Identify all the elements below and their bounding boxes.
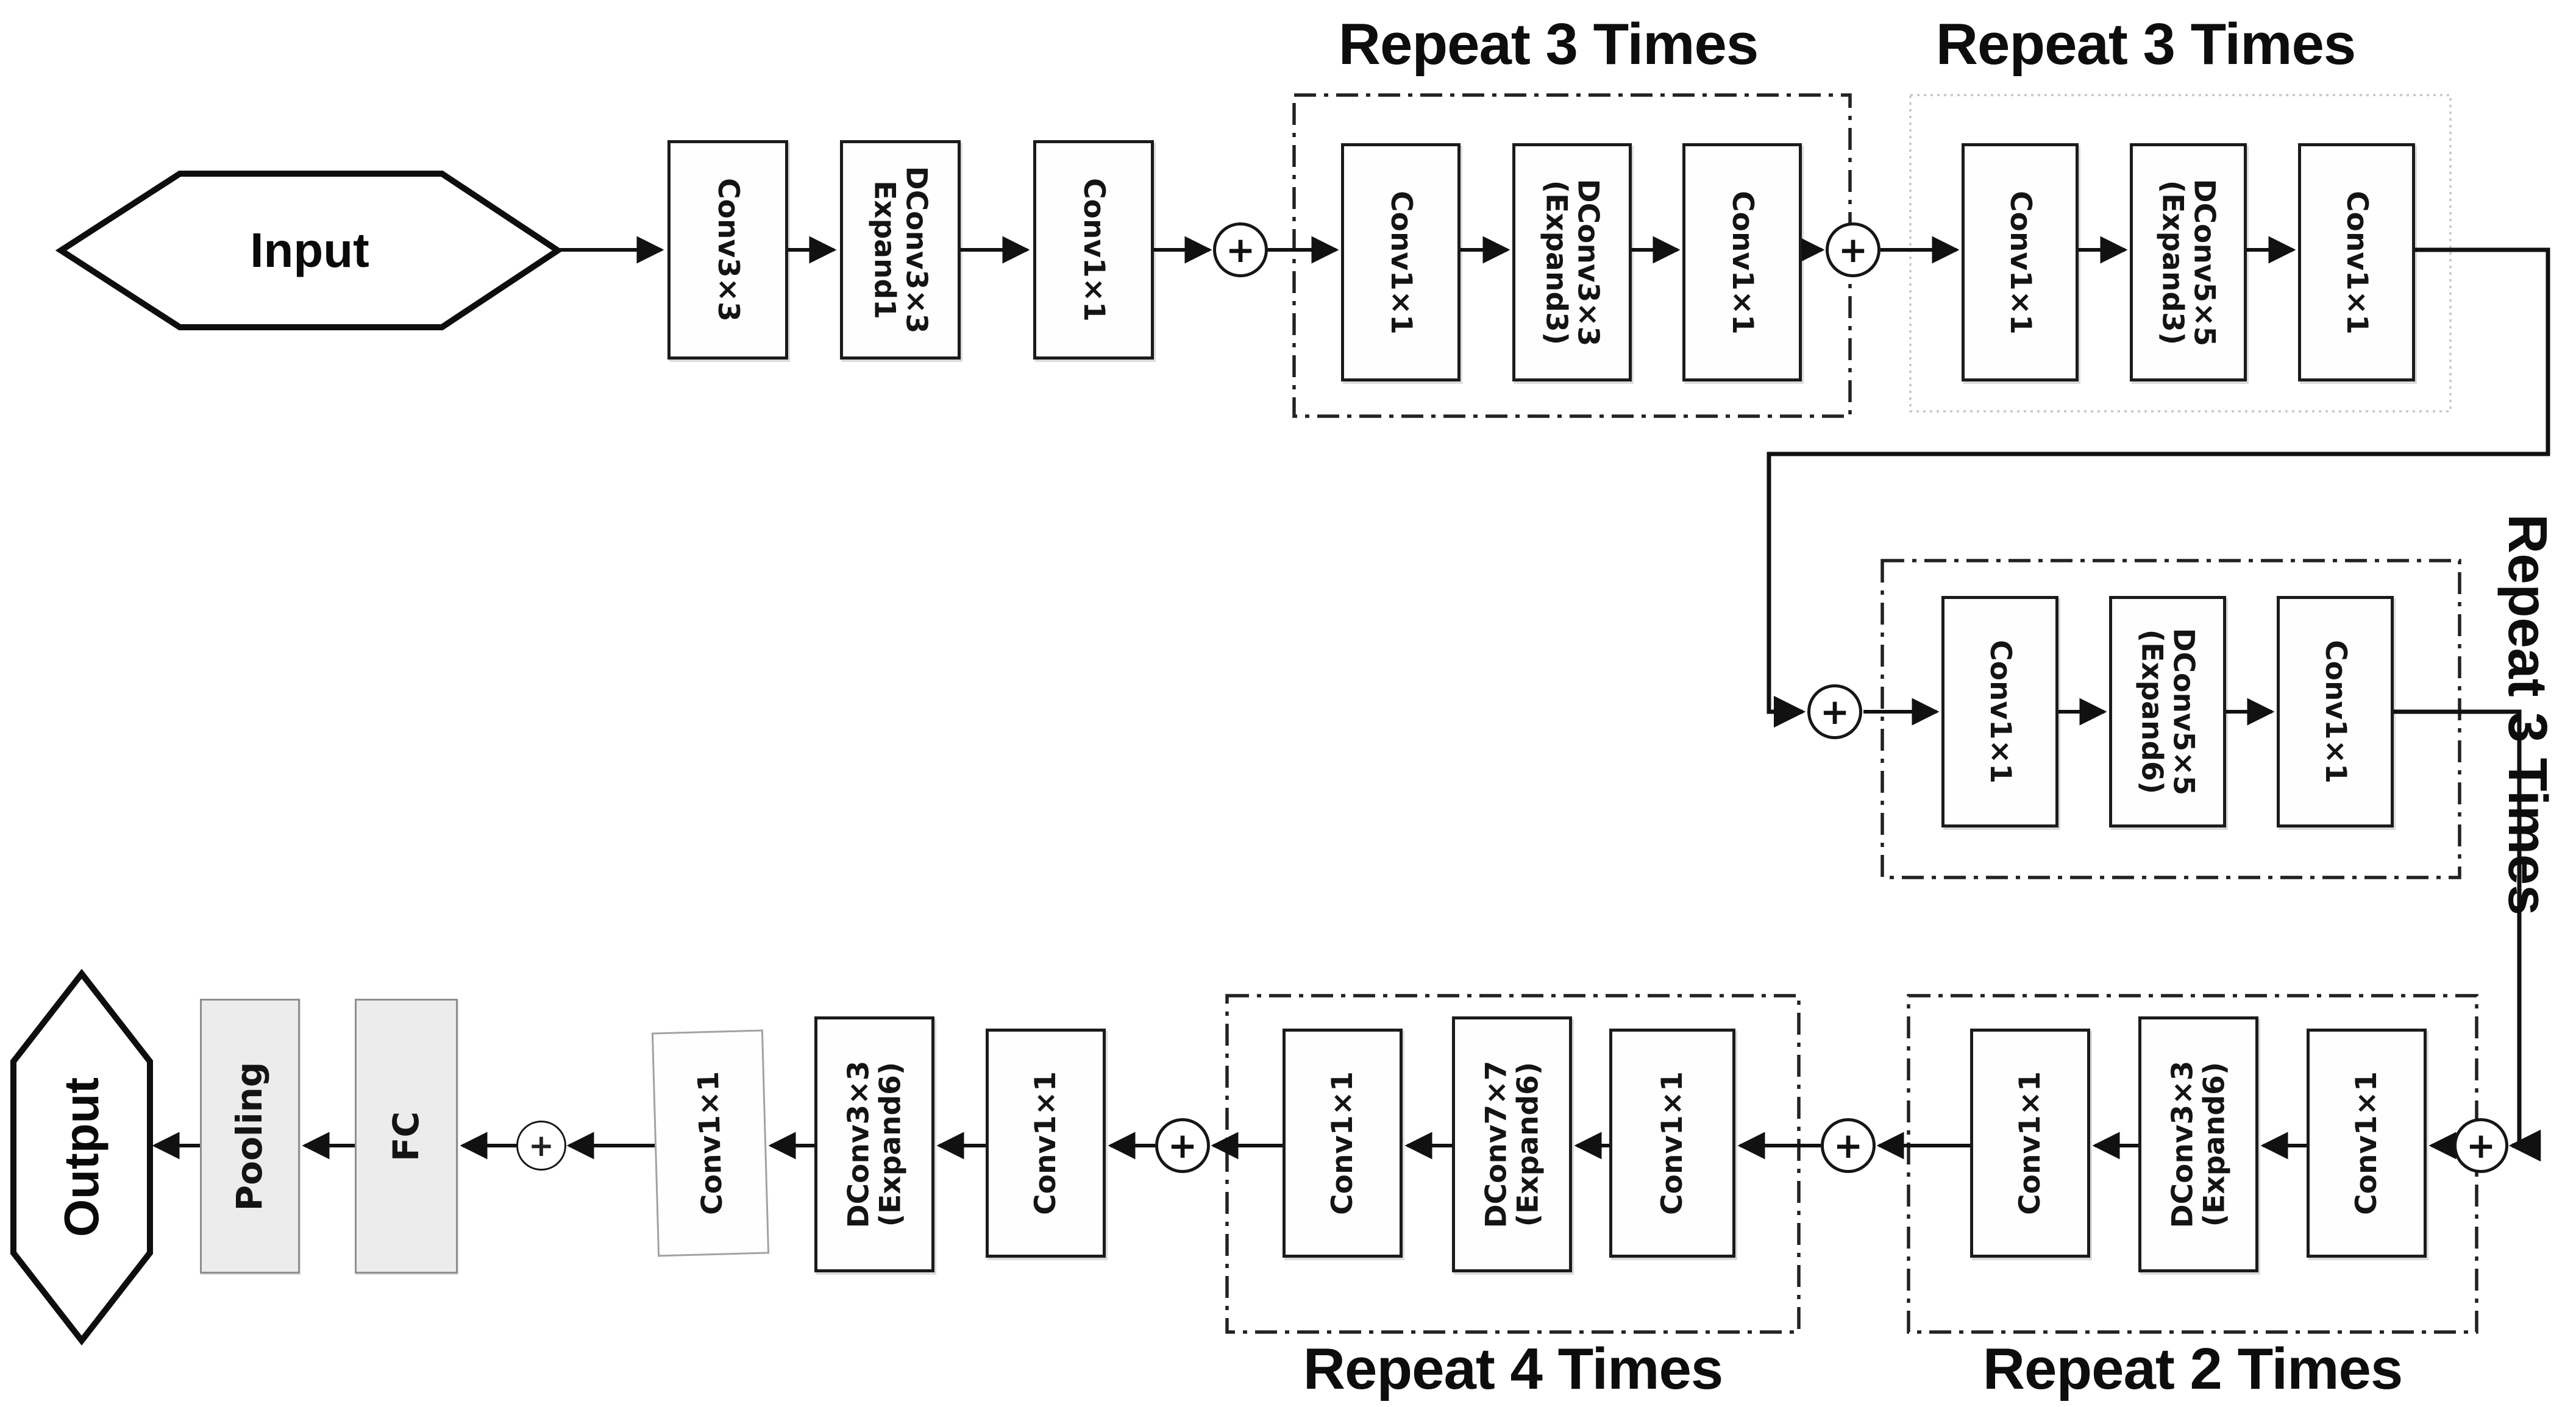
plus-node: + [2453, 1118, 2508, 1173]
plus-node: + [1155, 1118, 1210, 1173]
plus-sign: + [1820, 691, 1850, 732]
plus-sign: + [1838, 229, 1868, 271]
tail-dconv-block: DConv3×3 (Expand6) [814, 1016, 934, 1272]
tail-conv-in-label: Conv1×1 [1028, 1071, 1062, 1215]
r4-conv-out-label: Conv1×1 [1325, 1071, 1359, 1215]
plus-node: + [516, 1121, 566, 1171]
r3c-conv-out-label: Conv1×1 [2318, 640, 2352, 784]
repeat4-box [1225, 994, 1801, 1334]
repeat3a-title: Repeat 3 Times [1338, 12, 1759, 77]
r3a-conv-in-block: Conv1×1 [1341, 143, 1461, 381]
r3b-conv-in-block: Conv1×1 [1962, 143, 2079, 381]
conv3x3-label: Conv3×3 [711, 178, 745, 322]
r3c-dconv-block: DConv5×5 (Expand6) [2109, 596, 2226, 828]
stem-dconv-block: DConv3×3 Expand1 [840, 140, 961, 360]
r4-conv-in-block: Conv1×1 [1609, 1029, 1735, 1258]
stem-dconv-line1: DConv3×3 [899, 166, 933, 334]
output-hexagon [10, 968, 153, 1346]
r2-conv-out-block: Conv1×1 [1970, 1029, 2090, 1258]
pooling-label: Pooling [229, 1061, 271, 1211]
r3b-dconv-block: DConv5×5 (Expand3) [2130, 143, 2247, 381]
r2-conv-in-block: Conv1×1 [2307, 1029, 2427, 1258]
plus-node: + [1807, 684, 1862, 739]
r2-dconv-block: DConv3×3 (Expand6) [2138, 1016, 2258, 1272]
repeat3c-side-label: Repeat 3 Times [2402, 514, 2576, 916]
tail-conv-in-block: Conv1×1 [986, 1029, 1106, 1258]
input-label: Input [250, 223, 369, 277]
r3a-conv-out-label: Conv1×1 [1725, 190, 1759, 335]
r3b-conv-in-label: Conv1×1 [2003, 190, 2037, 335]
stem-conv1x1-label: Conv1×1 [1076, 178, 1111, 322]
tail-dconv-line2: (Expand6) [873, 1061, 907, 1227]
r3a-dconv-line1: DConv3×3 [1571, 179, 1605, 346]
r4-conv-in-label: Conv1×1 [1655, 1071, 1689, 1215]
side-label-line1: Repeat [2496, 514, 2558, 697]
plus-sign: + [1833, 1125, 1863, 1166]
r3c-conv-in-block: Conv1×1 [1941, 596, 2058, 828]
r3c-conv-out-block: Conv1×1 [2277, 596, 2394, 828]
r3b-dconv-line2: (Expand3) [2156, 180, 2190, 345]
r2-conv-in-label: Conv1×1 [2349, 1071, 2383, 1215]
repeat2-title: Repeat 2 Times [1982, 1336, 2403, 1402]
plus-node: + [1821, 1118, 1876, 1173]
output-label: Output [54, 1077, 109, 1238]
plus-sign: + [1225, 229, 1256, 271]
repeat4-title: Repeat 4 Times [1303, 1336, 1724, 1402]
stem-dconv-line2: Expand1 [868, 180, 902, 319]
r4-dconv-line1: DConv7×7 [1479, 1060, 1513, 1228]
tail-conv-out-block: Conv1×1 [651, 1029, 770, 1257]
tail-dconv-line1: DConv3×3 [841, 1060, 875, 1228]
repeat3b-box [1909, 94, 2452, 413]
plus-sign: + [2466, 1125, 2496, 1166]
r3a-dconv-line2: (Expand3) [1540, 180, 1573, 345]
fc-label: FC [385, 1111, 427, 1161]
r2-dconv-line2: (Expand6) [2197, 1061, 2231, 1227]
repeat3b-title: Repeat 3 Times [1935, 12, 2357, 77]
r3a-dconv-block: DConv3×3 (Expand3) [1512, 143, 1632, 381]
r3b-conv-out-block: Conv1×1 [2298, 143, 2415, 381]
r4-dconv-block: DConv7×7 (Expand6) [1452, 1016, 1572, 1272]
plus-node: + [1826, 222, 1880, 277]
r3a-conv-in-label: Conv1×1 [1384, 190, 1418, 335]
side-label-line2: 3 Times [2496, 712, 2558, 916]
fc-block: FC [355, 999, 458, 1274]
r3c-conv-in-label: Conv1×1 [1983, 640, 2017, 784]
pooling-block: Pooling [200, 999, 300, 1274]
r3c-dconv-line2: (Expand6) [2135, 629, 2169, 795]
stage-connector [2394, 709, 2541, 1162]
r3b-dconv-line1: DConv5×5 [2187, 179, 2221, 346]
conv3x3-block: Conv3×3 [667, 140, 788, 360]
stage-connector [1767, 247, 2550, 728]
r4-conv-out-block: Conv1×1 [1283, 1029, 1403, 1258]
plus-sign: + [1167, 1125, 1198, 1166]
plus-sign: + [528, 1128, 554, 1163]
r2-dconv-line1: DConv3×3 [2165, 1060, 2199, 1228]
stem-conv1x1-block: Conv1×1 [1033, 140, 1154, 360]
plus-node: + [1213, 222, 1268, 277]
tail-conv-out-label: Conv1×1 [691, 1071, 729, 1216]
r2-conv-out-label: Conv1×1 [2013, 1071, 2047, 1215]
repeat3c-box [1880, 559, 2461, 879]
r3b-conv-out-label: Conv1×1 [2339, 190, 2374, 335]
r3a-conv-out-block: Conv1×1 [1682, 143, 1802, 381]
r3c-dconv-line1: DConv5×5 [2166, 628, 2201, 796]
r4-dconv-line2: (Expand6) [1510, 1061, 1545, 1227]
